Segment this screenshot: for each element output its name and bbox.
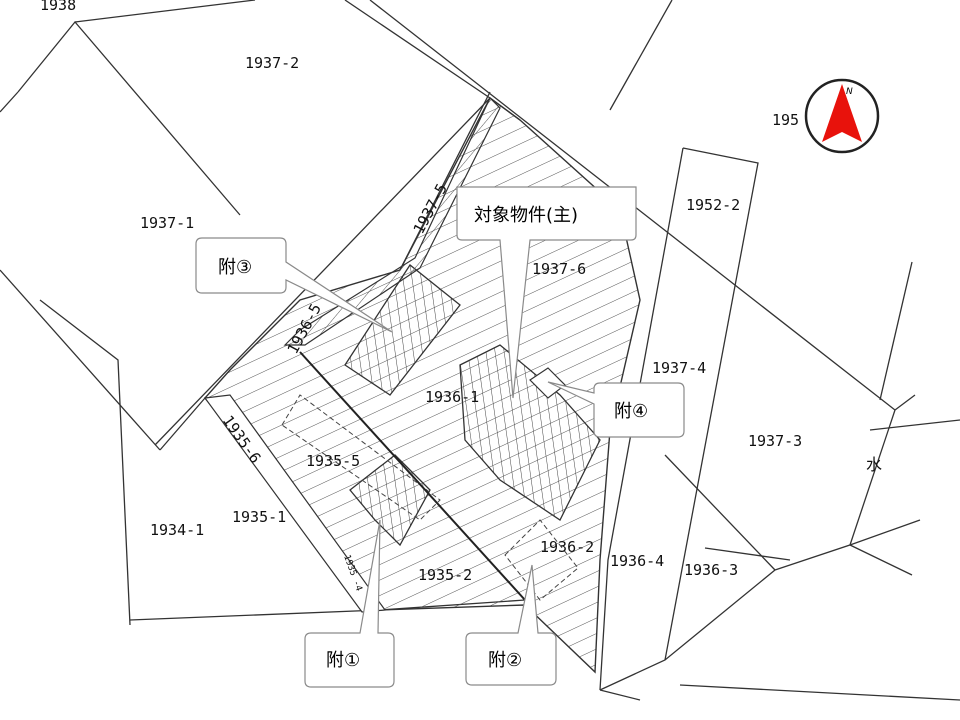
parcel-label: 1936-3 — [684, 561, 738, 579]
parcel-label: 1935-2 — [418, 566, 472, 584]
callout-annex3: 附③ — [195, 237, 393, 333]
parcel-label: 1935-1 — [232, 508, 286, 526]
callout-annex2: 附② — [465, 564, 557, 686]
callout-annex4: 附④ — [547, 381, 685, 438]
callout-annex1: 附① — [304, 519, 395, 688]
callout-main-label: 対象物件(主) — [474, 205, 578, 226]
parcel-label: 1936-2 — [540, 538, 594, 556]
callout-annex3-label: 附③ — [218, 257, 252, 278]
parcel-label: 1937-2 — [245, 54, 299, 72]
callout-annex4-label: 附④ — [614, 401, 648, 422]
parcel-label: 1936-4 — [610, 552, 664, 570]
parcel-label: 1937-1 — [140, 214, 194, 232]
callout-annex1-label: 附① — [326, 650, 360, 671]
parcel-label: 1938 — [40, 0, 76, 14]
parcel-label: 1934-1 — [150, 521, 204, 539]
parcel-label: 1937-3 — [748, 432, 802, 450]
parcel-label: 1935-5 — [306, 452, 360, 470]
parcel-label: 1937-6 — [532, 260, 586, 278]
parcel-label: 1937-4 — [652, 359, 706, 377]
parcel-label: 1936-1 — [425, 388, 479, 406]
callout-main: 対象物件(主) — [456, 186, 637, 399]
compass: N — [804, 78, 880, 154]
water-label: 水 — [866, 455, 882, 474]
compass-north-label: N — [846, 87, 853, 97]
north-arrow-icon — [822, 84, 862, 142]
parcel-label: 195 — [772, 111, 799, 129]
callout-annex2-label: 附② — [488, 650, 522, 671]
subject-property-area — [203, 96, 641, 674]
parcel-label: 1952-2 — [686, 196, 740, 214]
